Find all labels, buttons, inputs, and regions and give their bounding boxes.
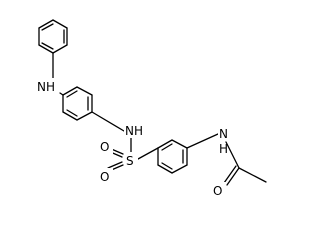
atom-label-sulfur: S: [126, 154, 134, 168]
atom-label-nh-amine: NH: [37, 80, 55, 94]
atom-label-n-amide: N: [219, 127, 228, 141]
atom-label-nh-sulfonamide: NH: [125, 124, 143, 138]
atom-oxygen-lower: O: [99, 168, 113, 184]
bond-n-carbonyl: [225, 141, 240, 169]
atom-label-h-amide: H: [219, 142, 228, 156]
atom-nh-sulfonamide: NH: [124, 122, 146, 138]
bond-ring-nh-sulfonamide: [91, 111, 125, 132]
atom-sulfur: S: [124, 152, 138, 168]
bond-c-o-b: [223, 165, 237, 184]
bond-carbonyl-methyl: [238, 167, 267, 183]
atom-oxygen-carbonyl: O: [212, 182, 226, 198]
atom-nh-amine: NH: [36, 78, 58, 94]
bond-ring-n-amide: [186, 133, 219, 149]
atom-label-oxygen-upper: O: [100, 140, 109, 154]
atom-label-oxygen-lower: O: [100, 170, 109, 184]
bond-s-o-lower-b: [107, 161, 123, 169]
atom-label-oxygen-carbonyl: O: [213, 184, 222, 198]
bond-nh-ring: [59, 92, 64, 96]
bond-sulfur-ring: [137, 147, 159, 160]
bond-c-o-a: [226, 167, 240, 186]
atom-oxygen-upper: O: [99, 138, 113, 154]
phenylene-ring-right: [157, 139, 188, 174]
phenylene-ring-middle: [62, 86, 93, 121]
phenyl-ring-top: [38, 19, 68, 54]
molecular-structure: NH NH S O O N H O: [36, 19, 267, 198]
atom-n-amide: N H: [218, 126, 230, 156]
